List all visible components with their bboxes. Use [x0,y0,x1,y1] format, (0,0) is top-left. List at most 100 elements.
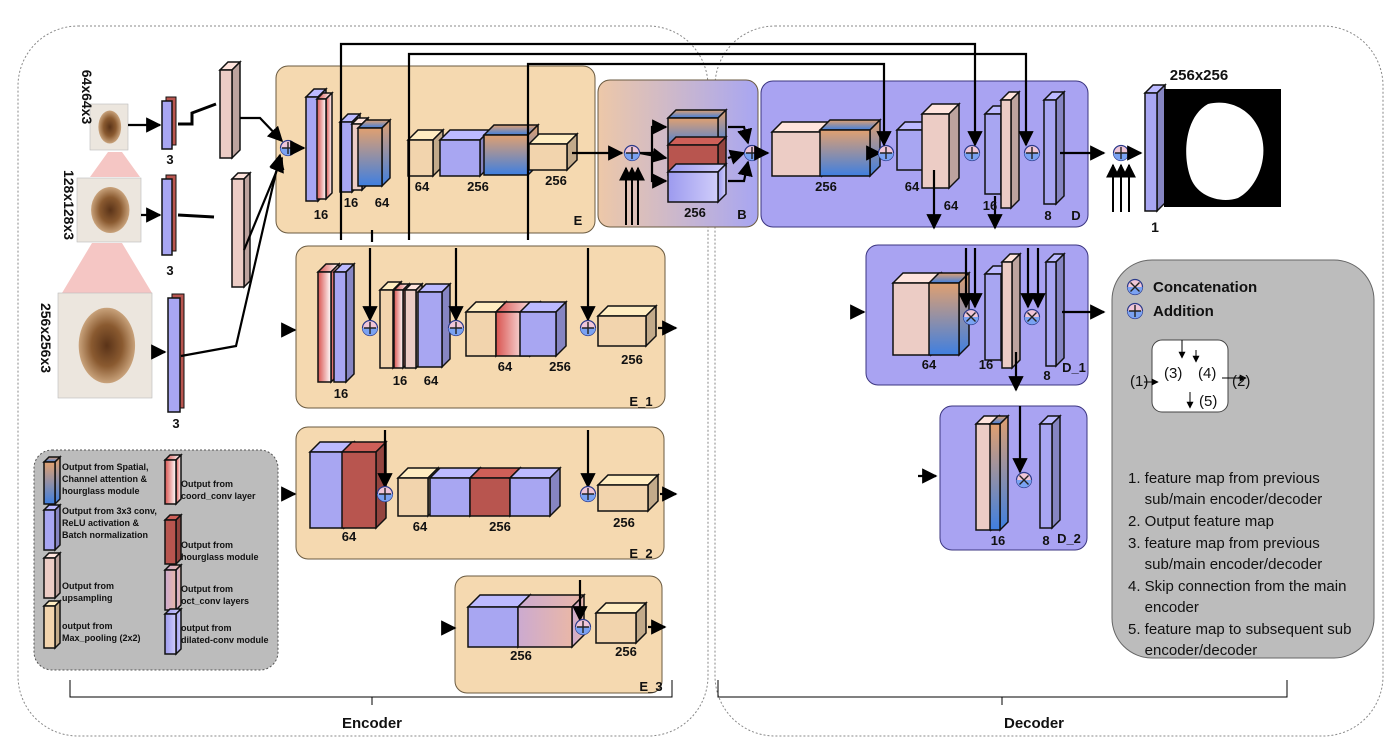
note-1: 1. feature map from previous sub/main en… [1128,470,1322,508]
block-front [469,477,511,517]
input-size-128: 128x128x3 [61,170,77,240]
attention-block [818,118,882,178]
block-front [517,606,573,648]
block-top [666,109,728,119]
op-plus [626,147,638,159]
concatenation-icon [962,308,980,326]
op-cross [1027,312,1037,322]
channel-label: 16 [314,207,328,222]
block-front [597,315,647,347]
channel-label: 16 [344,195,358,210]
addition-icon [877,144,895,162]
channel-label: 16 [983,198,997,213]
block-side [1051,414,1061,530]
block-front [667,171,719,203]
op-cross [1019,475,1029,485]
channel-label: 256 [684,205,706,220]
legend-swatch [163,563,183,612]
op-plus [450,322,462,334]
output-conv-block [1143,83,1167,213]
block-side [345,262,355,384]
block-front [341,451,377,529]
connection-arrow [242,156,284,251]
block-top [666,163,728,173]
input-channel-label: 3 [172,416,179,431]
concatenation-icon [1015,471,1033,489]
block-front [305,96,319,202]
channel-label: 8 [1044,208,1051,223]
block-front [43,605,56,649]
block-name-label: D [1071,208,1080,223]
addition-icon [623,144,641,162]
input-feature-map [161,174,177,256]
op-plus [1115,147,1127,159]
maxpool-block [596,304,658,348]
block-front [407,139,434,177]
concatenation-icon [1126,278,1144,296]
legend-swatch [42,503,62,552]
mini-label: (4) [1198,365,1216,382]
dilated-conv-block [666,162,728,204]
conv-block [416,282,452,369]
channel-label: 256 [613,515,635,530]
block-front [1045,261,1057,367]
upsampling-block [1000,252,1022,370]
channel-label: 256 [489,519,511,534]
conv-block [1038,414,1062,530]
connection-arrow [640,119,668,155]
block-front [231,178,245,288]
op-plus [577,621,589,633]
block-front [316,98,327,200]
block-front [528,143,568,171]
block-front [984,273,1002,361]
block-front [43,461,56,505]
conv-block [332,262,356,384]
slab-front [161,178,173,256]
input-size-64: 64x64x3 [79,70,95,125]
op-plus [966,147,978,159]
addition-icon [376,485,394,503]
conv-block [508,466,562,518]
block-name-label: E_1 [629,394,652,409]
encoder-bracket [69,680,673,698]
addition-icon [579,485,597,503]
encoder-section-label: Encoder [342,715,402,732]
legend-text: Output from 3x3 conv,ReLU activation &Ba… [62,506,157,540]
block-front [1039,423,1053,529]
block-front [819,129,871,177]
connection-line [178,102,217,126]
block-front [1000,99,1012,209]
block-front [928,282,960,356]
block-name-label: D_2 [1057,531,1081,546]
mini-label: (3) [1164,365,1182,382]
coord-conv-block [315,91,334,201]
connection-arrow [180,153,285,358]
input-image-128 [76,177,142,243]
block-D2-panel [939,405,1088,551]
block-side [243,171,251,289]
block-front [164,459,177,505]
block-front [1144,92,1158,212]
decoder-section-label: Decoder [1004,715,1064,732]
addition-icon [574,618,592,636]
channel-label: 64 [944,198,959,213]
addition-icon [963,144,981,162]
decoder-bracket [717,680,1288,698]
block-front [989,423,1001,531]
maxpool-block [406,128,445,178]
legend-panel [33,449,279,671]
block-front [896,129,925,171]
block-side [325,91,333,201]
addition-label: Addition [1153,303,1214,320]
upsampling-block [770,120,834,178]
block-side [231,60,241,160]
block-front [465,311,497,357]
block-side [1055,90,1065,206]
channel-label: 256 [815,179,837,194]
block-front [595,612,637,644]
block-side [381,118,391,188]
addition-icon [361,319,379,337]
channel-label: 256 [510,648,532,663]
